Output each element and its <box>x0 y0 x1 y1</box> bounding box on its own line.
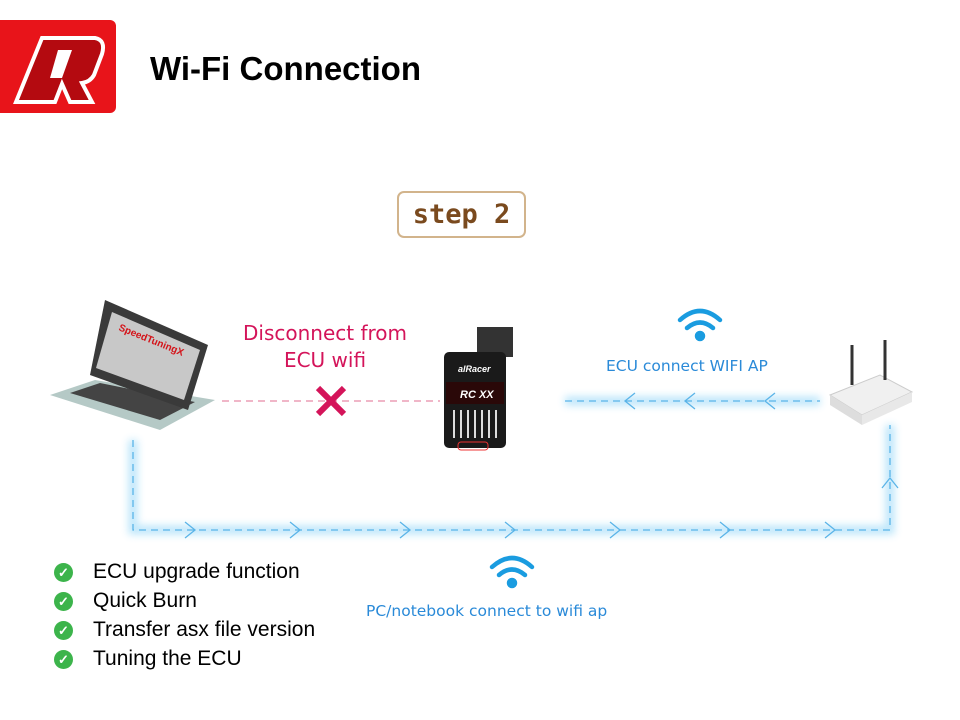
page-title: Wi-Fi Connection <box>150 50 421 87</box>
laptop-icon: SpeedTuningX <box>50 300 215 430</box>
logo-r-icon <box>13 36 106 104</box>
check-icon: ✓ <box>54 649 73 669</box>
disconnect-label-line2: ECU wifi <box>283 348 367 372</box>
feature-text: ECU upgrade function <box>93 560 300 583</box>
svg-text:alRacer: alRacer <box>458 364 491 374</box>
logo <box>0 20 116 113</box>
feature-item: ✓ ECU upgrade function <box>54 560 300 584</box>
feature-item: ✓ Transfer asx file version <box>54 618 315 642</box>
wifi-icon <box>489 555 535 589</box>
ecu-wifi-label: ECU connect WIFI AP <box>606 357 768 375</box>
wifi-icon <box>677 308 723 342</box>
check-icon: ✓ <box>54 620 73 640</box>
disconnect-x-icon <box>315 385 347 417</box>
disconnect-label-line1: Disconnect from <box>242 321 407 345</box>
ecu-device-icon: alRacer RC XX <box>444 327 513 451</box>
feature-text: Transfer asx file version <box>93 618 316 641</box>
feature-text: Tuning the ECU <box>93 647 242 670</box>
step-badge: step 2 <box>397 191 526 238</box>
svg-text:RC XX: RC XX <box>460 389 494 401</box>
check-icon: ✓ <box>54 591 73 611</box>
glow-paths <box>128 396 895 535</box>
router-icon <box>828 340 914 425</box>
pc-wifi-label: PC/notebook connect to wifi ap <box>366 602 608 620</box>
direction-chevrons <box>184 392 899 539</box>
disconnect-label: Disconnect from ECU wifi <box>230 320 420 374</box>
pc-router-link <box>132 425 891 531</box>
feature-item: ✓ Tuning the ECU <box>54 647 242 671</box>
check-icon: ✓ <box>54 562 73 582</box>
feature-item: ✓ Quick Burn <box>54 589 197 613</box>
feature-text: Quick Burn <box>93 589 197 612</box>
